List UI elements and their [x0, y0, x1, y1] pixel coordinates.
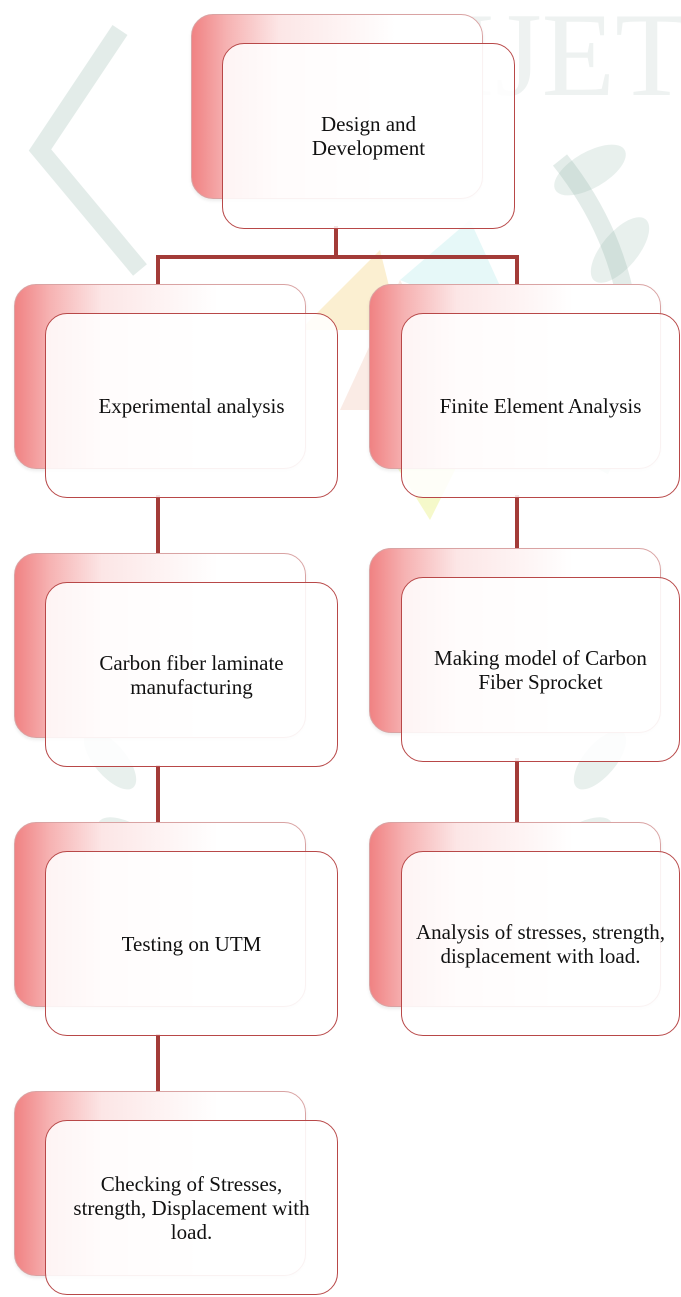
node-card: Checking of Stresses, strength, Displace… [45, 1120, 338, 1295]
node-card: Testing on UTM [45, 851, 338, 1036]
node-label: Checking of Stresses, strength, Displace… [73, 1171, 310, 1244]
node-card: Carbon fiber laminate manufacturing [45, 582, 338, 767]
node-label: Making model of Carbon Fiber Sprocket [434, 645, 647, 694]
node-label: Design and Development [311, 112, 426, 160]
node-label: Testing on UTM [121, 931, 262, 956]
node-card: Design and Development [222, 43, 515, 229]
node-label: Analysis of stresses, strength, displace… [415, 919, 666, 968]
node-label: Finite Element Analysis [439, 393, 642, 418]
node-label: Experimental analysis [98, 393, 285, 418]
node-label: Carbon fiber laminate manufacturing [99, 650, 284, 699]
node-card: Experimental analysis [45, 313, 338, 498]
node-card: Making model of Carbon Fiber Sprocket [401, 577, 680, 762]
node-card: Analysis of stresses, strength, displace… [401, 851, 680, 1036]
node-card: Finite Element Analysis [401, 313, 680, 498]
